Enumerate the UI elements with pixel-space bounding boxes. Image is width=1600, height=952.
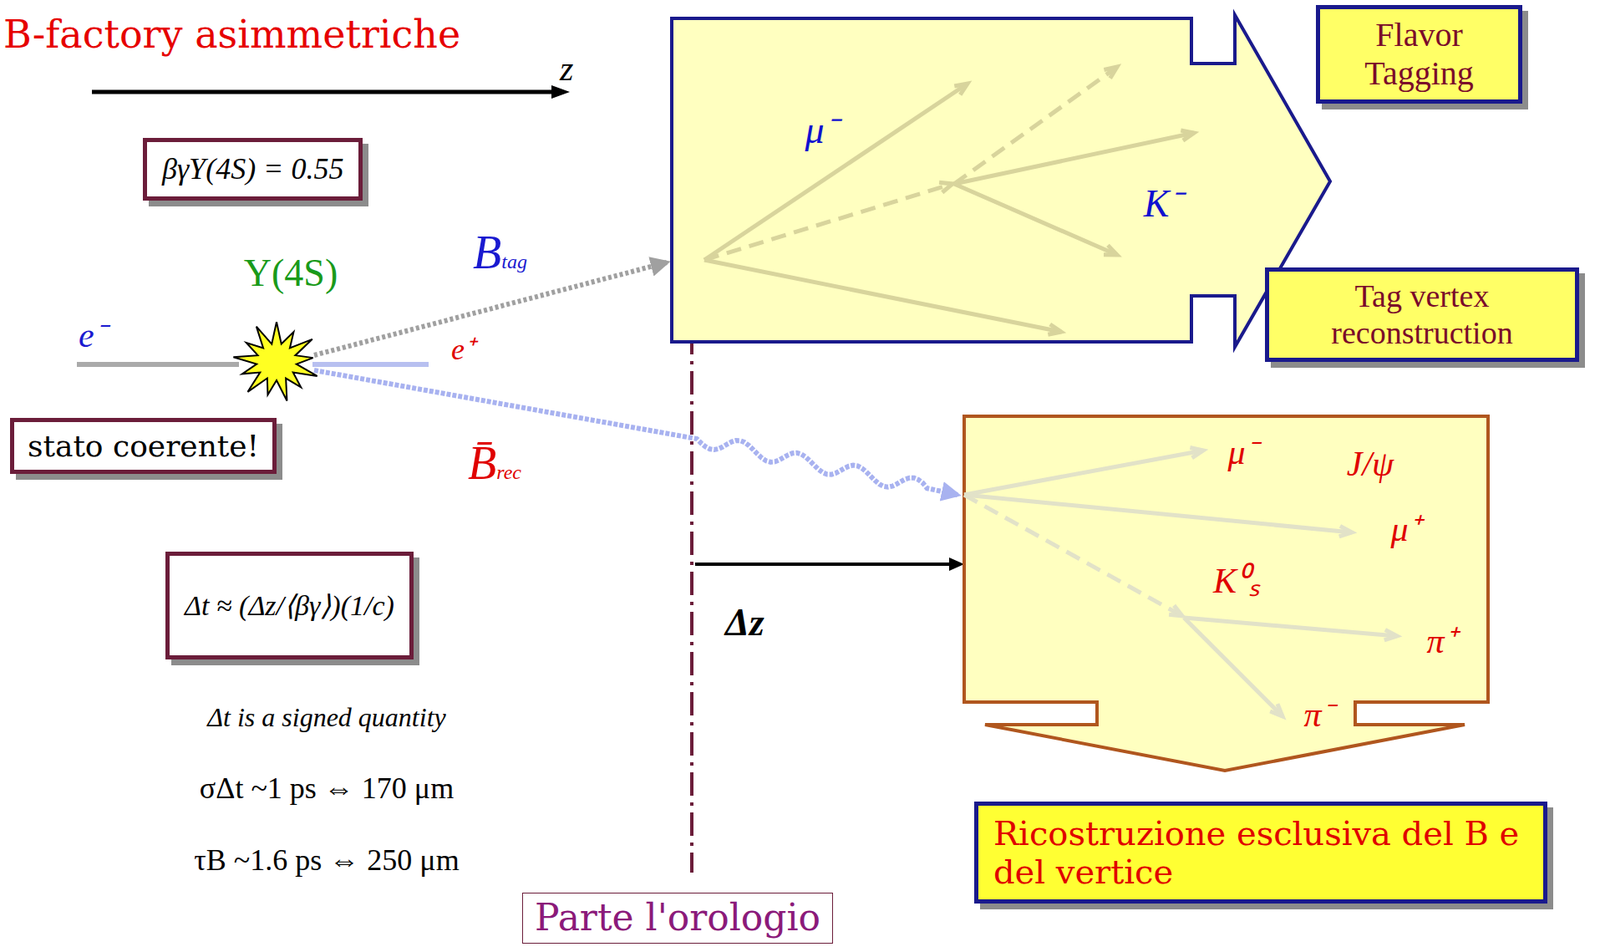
particle-label: J/ψ [1344,443,1397,484]
box-text: Flavor Tagging [1333,15,1505,93]
distance-label: Δz [725,599,765,645]
z-axis [91,90,554,95]
particle-label: μ⁻ [1224,431,1260,473]
tag-vertex-box: Tag vertex reconstruction [1264,267,1580,362]
reco-arrow-outline [964,416,1489,771]
axis-label: z [559,48,574,89]
track-head [1339,525,1352,536]
particle-label: μ⁻ [802,108,840,153]
track-head [1269,703,1283,717]
note: Δt is a signed quantity [207,701,446,733]
collision-star-outline [230,320,323,404]
boost-box: βγΥ(4S) = 0.55 [142,137,363,201]
beam-label: e⁻ [78,309,107,357]
box-text: stato coerente! [27,428,260,463]
particle-track [964,450,1204,495]
collision-star: Υ(4S) [230,320,323,404]
particle-track [954,183,1118,255]
particle-track [964,494,1352,533]
particle-track [1183,617,1283,717]
box-text: Δt ≈ (Δz/⟨βγ⟩)(1/c) [184,589,395,622]
resolution-note: σΔt ~1 ps ⇔ 170 μm [199,770,454,806]
particle-label: Υ(4S) [243,251,338,296]
track-head [1180,130,1194,141]
reco-arrow-shape: μ⁻ J/ψ μ⁺ K⁰ₛ π⁺ π⁻ [960,413,1496,773]
particle-label: K⁻ [1141,182,1186,227]
track-head [1189,447,1204,458]
clock-start-box: Parte l'orologio [522,892,834,944]
meson-label: Btag [472,225,528,280]
particle-label: π⁻ [1300,694,1336,735]
tag-arrow-shape: μ⁻ K⁻ [671,11,1334,350]
particle-track [704,183,953,260]
track-head [939,182,953,193]
positron-beam [312,361,429,367]
tag-arrow-shape-outline [671,11,1334,350]
particle-track [704,83,968,260]
particle-track [954,66,1118,184]
track-head [1168,604,1183,616]
delta-t-formula-box: Δt ≈ (Δz/⟨βγ⟩)(1/c) [165,551,414,660]
electron-beam [76,361,239,367]
coherent-state-box: stato coerente! [10,417,277,474]
delta-z-head [949,557,965,571]
particle-label: π⁺ [1423,620,1458,661]
particle-track [704,259,1062,332]
box-text: βγΥ(4S) = 0.55 [162,152,344,187]
track-head [1047,324,1062,335]
particle-label: K⁰ₛ [1210,560,1263,601]
particle-label: μ⁺ [1387,508,1423,549]
start-line [690,290,694,873]
box-text: Parte l'orologio [534,896,821,940]
page-title: B-factory asimmetriche [3,11,461,57]
collision-star-outline [233,321,317,401]
track-head [954,83,968,95]
lifetime-note: τB ~1.6 ps ⇔ 250 μm [193,842,459,878]
track-head [1103,66,1118,79]
exclusive-reco-box: Ricostruzione esclusiva del B e del vert… [974,801,1548,904]
delta-z-arrow [695,562,951,566]
meson-label: B̄rec [467,436,522,490]
box-text: Ricostruzione esclusiva del B e del vert… [993,813,1529,891]
particle-track [1183,617,1397,636]
particle-track [954,132,1194,184]
particle-track [964,494,1183,616]
track-head [1384,629,1397,640]
beam-label: e⁺ [451,327,475,369]
box-text: Tag vertex reconstruction [1284,278,1560,351]
flavor-tagging-box: Flavor Tagging [1315,5,1523,104]
tag-arrow-outline [671,15,1331,347]
track-head [1103,244,1118,255]
meson-path [314,370,958,495]
